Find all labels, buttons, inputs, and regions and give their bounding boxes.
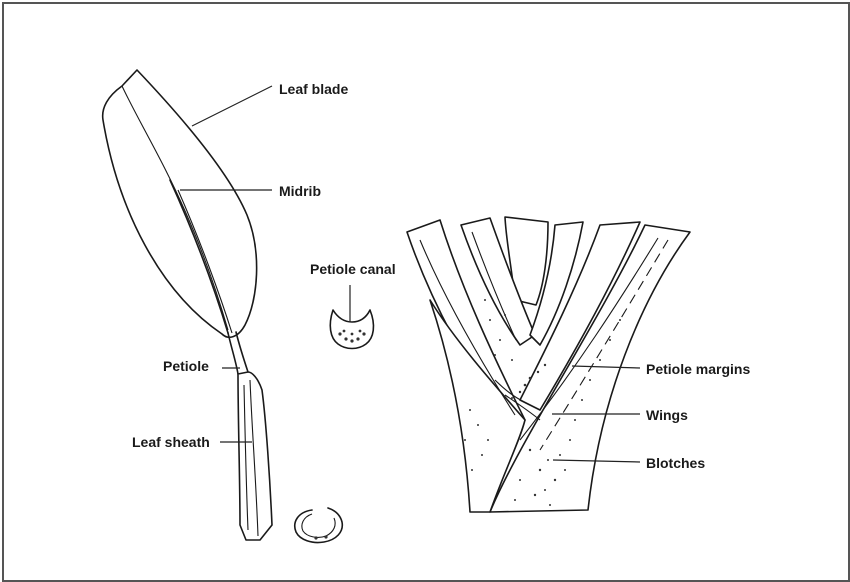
leaf-sheath-outline bbox=[237, 371, 273, 541]
wings-label: Wings bbox=[646, 407, 688, 423]
sheath-section-inner bbox=[301, 513, 336, 538]
branch-inner-line-2 bbox=[471, 231, 517, 341]
leaf-drawing bbox=[101, 69, 273, 541]
wing-line-2 bbox=[494, 379, 531, 406]
blotches-label: Blotches bbox=[646, 455, 705, 471]
petiole-label: Petiole bbox=[163, 358, 209, 374]
leaf-blade-label: Leaf blade bbox=[279, 81, 348, 97]
leaf-sheath-inner bbox=[249, 379, 259, 537]
petiole-margins-leader bbox=[571, 365, 641, 369]
blotches-leader bbox=[552, 459, 641, 463]
petiole-margin-line-2 bbox=[539, 239, 669, 451]
midrib-line-2 bbox=[177, 189, 233, 334]
third-branch bbox=[529, 221, 584, 346]
wing-line bbox=[504, 394, 541, 421]
midrib-line bbox=[169, 179, 229, 334]
petiole-margin-line bbox=[519, 237, 659, 441]
petiole-branch-detail bbox=[406, 216, 691, 513]
petiole-stalk bbox=[227, 332, 239, 375]
sheath-cross-section bbox=[294, 507, 344, 544]
fourth-branch bbox=[519, 221, 641, 411]
leaf-sheath-label: Leaf sheath bbox=[132, 434, 210, 450]
leaf-sheath-inner-2 bbox=[243, 384, 249, 531]
leader-lines bbox=[180, 85, 641, 463]
leaf-blade-leader bbox=[191, 85, 273, 127]
canal-outline bbox=[329, 309, 375, 350]
blotch-speckles bbox=[464, 299, 621, 506]
petiole-canal-section bbox=[329, 285, 375, 350]
sheath-section-outline bbox=[294, 507, 344, 544]
branch-inner-line bbox=[419, 239, 516, 416]
petiole-margins-label: Petiole margins bbox=[646, 361, 750, 377]
main-trunk bbox=[429, 299, 526, 513]
petiole-stalk-2 bbox=[235, 331, 249, 373]
midrib-label: Midrib bbox=[279, 183, 321, 199]
back-leaflet bbox=[504, 216, 549, 306]
petiole-canal-label: Petiole canal bbox=[310, 261, 396, 277]
